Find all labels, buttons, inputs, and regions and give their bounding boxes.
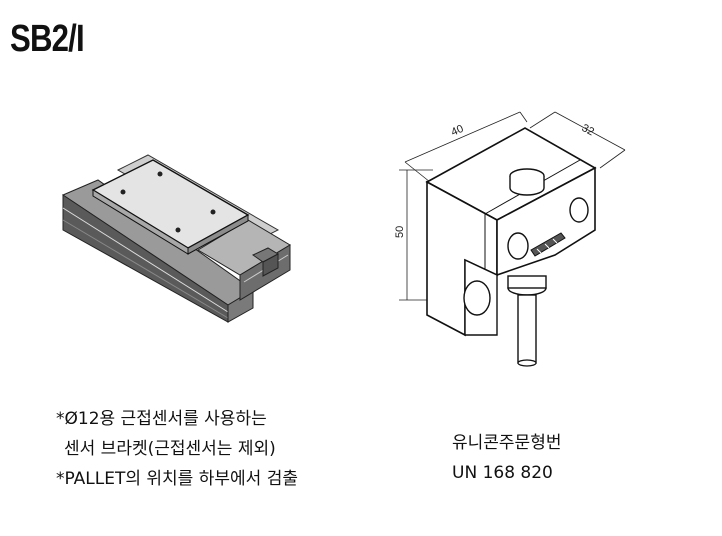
dimension-height: 50 [394, 226, 406, 238]
sensor-bracket-drawing: 40 32 50 [394, 111, 626, 367]
order-info: 유니콘주문형번 UN 168 820 [452, 428, 561, 488]
notes-block: *Ø12용 근접센서를 사용하는 센서 브라켓(근접센서는 제외) *PALLE… [56, 404, 386, 494]
dimension-depth: 32 [580, 122, 596, 138]
note-line: 센서 브라켓(근접센서는 제외) [64, 439, 276, 459]
note-line: *Ø12용 근접센서를 사용하는 [56, 409, 267, 429]
dimension-width: 40 [449, 123, 465, 139]
order-label: 유니콘주문형번 [452, 433, 562, 453]
product-title: SB2/I [10, 18, 85, 60]
note-line: *PALLET의 위치를 하부에서 검출 [56, 469, 298, 489]
order-code: UN 168 820 [452, 463, 553, 483]
pallet-rail-illustration [61, 154, 291, 323]
